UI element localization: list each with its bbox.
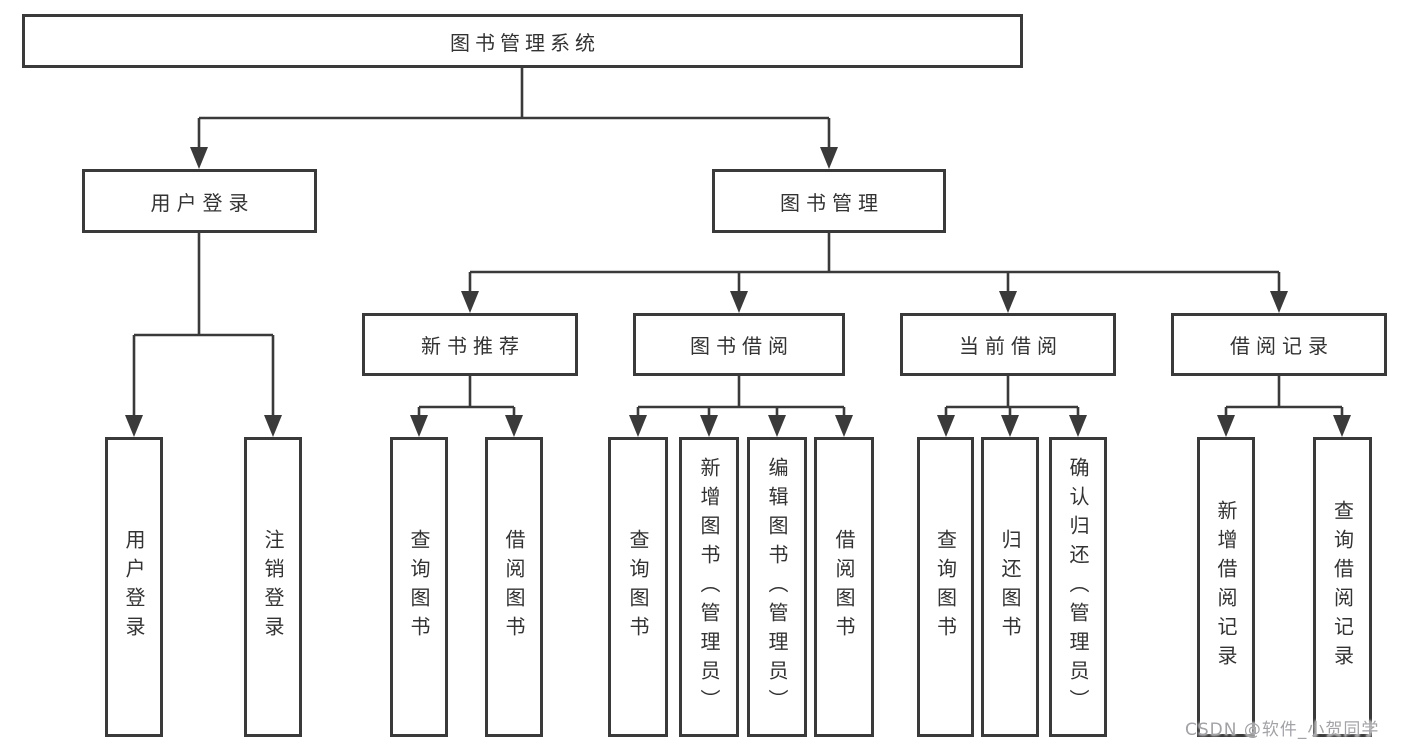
arrowhead-icon xyxy=(820,147,838,169)
node-current-borrow: 当前借阅 xyxy=(900,313,1116,376)
arrowhead-icon xyxy=(264,415,282,437)
arrowhead-icon xyxy=(1001,415,1019,437)
arrowheads xyxy=(125,147,1351,437)
node-user-login-branch-label: 用户登录 xyxy=(150,190,255,215)
node-user-login-branch: 用户登录 xyxy=(82,169,317,233)
node-book-borrow-label: 图书借阅 xyxy=(690,334,794,358)
arrowhead-icon xyxy=(1217,415,1235,437)
arrowhead-icon xyxy=(629,415,647,437)
arrowhead-icon xyxy=(730,291,748,313)
arrowhead-icon xyxy=(768,415,786,437)
arrowhead-icon xyxy=(937,415,955,437)
leaf-query-books-borrow: 查询图书 xyxy=(608,437,668,737)
arrowhead-icon xyxy=(700,415,718,437)
arrowhead-icon xyxy=(125,415,143,437)
node-borrow-records-label: 借阅记录 xyxy=(1230,334,1334,358)
leaf-query-books-current: 查询图书 xyxy=(917,437,974,737)
arrowhead-icon xyxy=(461,291,479,313)
arrowhead-icon xyxy=(190,147,208,169)
arrowhead-icon xyxy=(410,415,428,437)
leaf-borrow-books-recommend: 借阅图书 xyxy=(485,437,543,737)
arrowhead-icon xyxy=(835,415,853,437)
leaf-user-login: 用户登录 xyxy=(105,437,163,737)
node-new-book-recommend-label: 新书推荐 xyxy=(421,334,525,358)
arrowhead-icon xyxy=(505,415,523,437)
arrowhead-icon xyxy=(999,291,1017,313)
leaf-edit-book-admin: 编辑图书（管理员） xyxy=(747,437,807,737)
node-root: 图书管理系统 xyxy=(22,14,1023,68)
connector-edges xyxy=(132,68,1344,418)
node-root-label: 图书管理系统 xyxy=(450,30,600,55)
node-book-management: 图书管理 xyxy=(712,169,946,233)
leaf-logout: 注销登录 xyxy=(244,437,302,737)
node-current-borrow-label: 当前借阅 xyxy=(959,334,1063,358)
csdn-watermark: CSDN @软件_小贺同学 xyxy=(1185,720,1380,740)
node-borrow-records: 借阅记录 xyxy=(1171,313,1387,376)
leaf-confirm-return-admin: 确认归还（管理员） xyxy=(1049,437,1107,737)
arrowhead-icon xyxy=(1270,291,1288,313)
node-book-management-label: 图书管理 xyxy=(780,190,884,215)
leaf-query-borrow-record: 查询借阅记录 xyxy=(1313,437,1372,737)
leaf-return-book: 归还图书 xyxy=(981,437,1039,737)
leaf-add-book-admin: 新增图书（管理员） xyxy=(679,437,739,737)
node-book-borrow: 图书借阅 xyxy=(633,313,845,376)
arrowhead-icon xyxy=(1069,415,1087,437)
leaf-query-books-recommend: 查询图书 xyxy=(390,437,448,737)
node-new-book-recommend: 新书推荐 xyxy=(362,313,578,376)
leaf-borrow-books: 借阅图书 xyxy=(814,437,874,737)
leaf-add-borrow-record: 新增借阅记录 xyxy=(1197,437,1255,737)
arrowhead-icon xyxy=(1333,415,1351,437)
